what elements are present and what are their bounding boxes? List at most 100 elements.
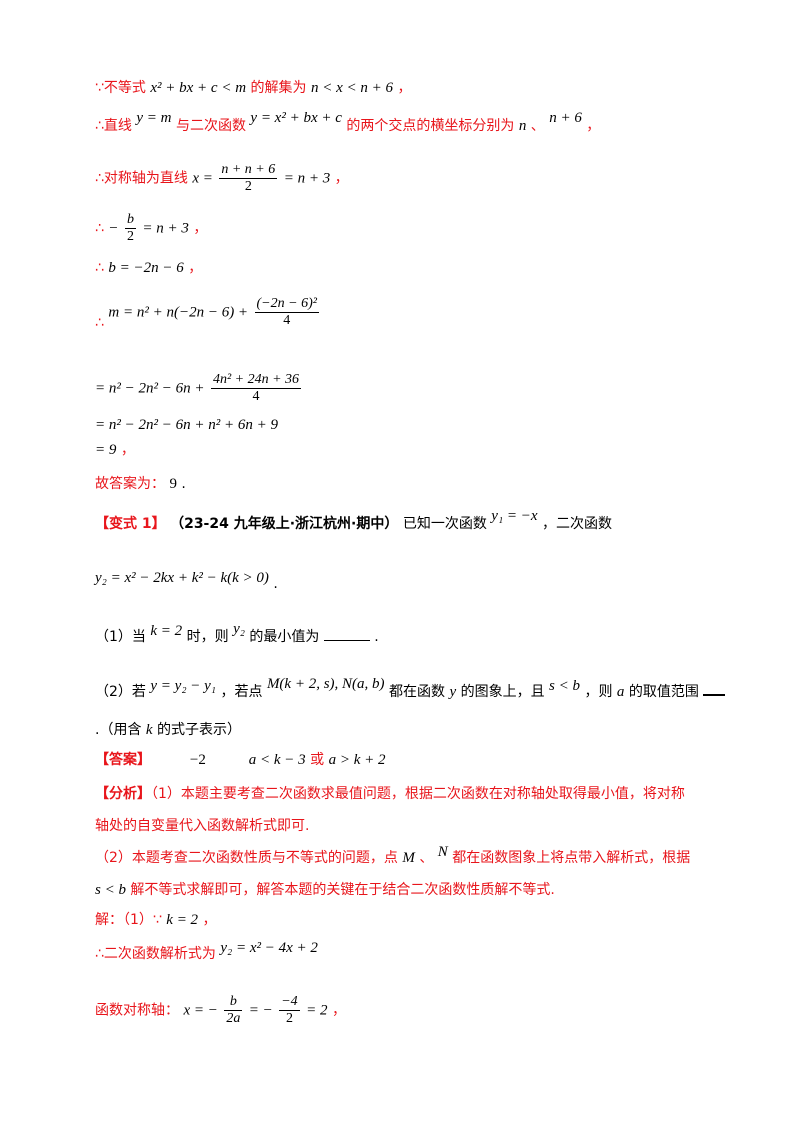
text: 都在函数: [389, 684, 445, 700]
analysis-p2-line2: s < b 解不等式求解即可，解答本题的关键在于结合二次函数性质解不等式.: [95, 880, 555, 900]
variant-source: （23-24 九年级上·浙江杭州·期中）: [170, 516, 399, 532]
fraction: 4n² + 24n + 36 4: [210, 372, 302, 405]
math-expression: y = x² + bx + c: [250, 110, 342, 126]
text: ，: [193, 220, 208, 237]
answer-blank: [703, 680, 726, 696]
text: ∵不等式: [95, 80, 146, 96]
math-expression: N: [437, 844, 448, 860]
math-expression: y = m: [136, 110, 172, 126]
math-expression: x =: [192, 170, 213, 187]
text: 的取值范围: [628, 684, 699, 700]
fraction-denominator: 4: [252, 389, 260, 404]
fraction: −4 2: [279, 994, 300, 1027]
text: ，: [188, 260, 203, 276]
variant-tag: 【变式 1】: [95, 516, 166, 532]
variant-stem-function: y₂ = x² − 2kx + k² − k(k > 0) .: [95, 568, 278, 592]
solution-step-3: 函数对称轴： x = − b 2a = − −4 2 = 2 ，: [95, 994, 346, 1027]
variant-question-2-note: .（用含 k 的式子表示）: [95, 720, 241, 740]
math-expression: y₂: [233, 621, 245, 637]
fraction: n + n + 6 2: [219, 162, 278, 195]
text: ，: [120, 442, 135, 458]
fraction-numerator: n + n + 6: [219, 162, 278, 179]
fraction-denominator: 2: [244, 179, 252, 194]
text: 函数对称轴：: [95, 1002, 179, 1019]
text: （2）本题考查二次函数性质与不等式的问题，点: [95, 850, 398, 866]
math-expression: y: [449, 684, 457, 700]
text: 的式子表示）: [157, 722, 242, 738]
final-answer-line: 故答案为： 9 .: [95, 474, 186, 494]
text: 解：（1）∵: [95, 912, 162, 928]
text: ∴: [95, 314, 104, 331]
fraction-numerator: 4n² + 24n + 36: [210, 372, 302, 389]
math-expression: M: [402, 850, 415, 866]
text: ，: [397, 80, 412, 96]
text: ，: [202, 912, 217, 928]
text: ，: [586, 118, 601, 134]
answer-value-3: a > k + 2: [328, 752, 386, 768]
math-expression: s < b: [549, 678, 580, 694]
text: ，: [331, 1002, 346, 1019]
answer-blank: [323, 626, 370, 641]
fraction: b 2a: [224, 994, 243, 1027]
fraction-numerator: (−2n − 6)²: [254, 296, 319, 313]
math-expression: k = 2: [166, 912, 199, 928]
fraction-numerator: b: [224, 994, 243, 1011]
text: ∴: [95, 260, 104, 276]
math-expression: 9: [169, 476, 177, 492]
text: 轴处的自变量代入函数解析式即可.: [95, 818, 310, 834]
text: 已知一次函数: [402, 516, 487, 532]
text: ∴直线: [95, 118, 132, 134]
fraction-denominator: 4: [283, 313, 291, 328]
fraction-denominator: 2: [126, 229, 134, 244]
answer-value-1: −2: [189, 752, 206, 768]
text: 的最小值为: [249, 629, 320, 645]
math-expression: = n + 3: [283, 170, 331, 187]
math-expression: = −: [248, 1002, 273, 1019]
math-expression: −: [108, 220, 119, 237]
text: 的两个交点的横坐标分别为: [346, 118, 515, 134]
answer-line: 【答案】 −2 a < k − 3 或 a > k + 2: [95, 750, 386, 770]
text: 的图象上，且: [460, 684, 545, 700]
solution-line-expand: = n² − 2n² − 6n + 4n² + 24n + 36 4: [95, 372, 303, 405]
fraction-numerator: b: [124, 212, 136, 229]
math-expression: x² + bx + c < m: [150, 80, 247, 96]
solution-line-intersection: ∴直线 y = m 与二次函数 y = x² + bx + c 的两个交点的横坐…: [95, 110, 601, 136]
analysis-tag: 【分析】: [95, 786, 151, 802]
math-expression: n + 6: [549, 110, 582, 126]
text: 故答案为：: [95, 476, 165, 492]
text: 、: [530, 118, 545, 134]
text: .: [181, 476, 186, 492]
analysis-p2-line1: （2）本题考查二次函数性质与不等式的问题，点 M 、 N 都在函数图象上将点带入…: [95, 844, 690, 868]
math-expression: b = −2n − 6: [108, 260, 184, 276]
solution-line-result: = 9 ，: [95, 440, 135, 460]
variant-question-2: （2）若 y = y₂ − y₁ ，若点 M(k + 2, s), N(a, b…: [95, 676, 726, 702]
math-expression: x = −: [183, 1002, 218, 1019]
math-expression: s < b: [95, 882, 126, 898]
math-expression: y = y₂ − y₁: [150, 678, 217, 694]
math-expression: k = 2: [150, 623, 183, 639]
variant-question-1: （1）当 k = 2 时，则 y₂ 的最小值为 .: [95, 621, 379, 647]
text: ，: [334, 170, 349, 187]
text: 、: [419, 850, 434, 866]
answer-value-2: a < k − 3: [248, 752, 306, 768]
text: （2）若: [95, 684, 146, 700]
text: ∴对称轴为直线: [95, 170, 188, 187]
text: 与二次函数: [175, 118, 246, 134]
text: 时，则: [186, 629, 229, 645]
math-expression: M(k + 2, s), N(a, b): [266, 676, 385, 692]
solution-line-axis: ∴对称轴为直线 x = n + n + 6 2 = n + 3 ，: [95, 162, 349, 195]
math-expression: = n² − 2n² − 6n + n² + 6n + 9: [95, 417, 278, 433]
math-expression: = n + 3: [142, 220, 189, 237]
solution-step-1: 解：（1）∵ k = 2 ，: [95, 910, 217, 930]
math-expression: m = n² + n(−2n − 6) +: [108, 304, 249, 321]
math-expression: y₁ = −x: [491, 508, 538, 524]
analysis-p1-line2: 轴处的自变量代入函数解析式即可.: [95, 816, 309, 836]
math-expression: n: [518, 118, 527, 134]
solution-step-2: ∴二次函数解析式为 y₂ = x² − 4x + 2: [95, 940, 318, 964]
math-expression: k: [145, 722, 153, 738]
text: ，二次函数: [542, 516, 613, 532]
math-expression: a: [616, 684, 625, 700]
text: ，若点: [220, 684, 263, 700]
fraction-denominator: 2a: [226, 1011, 241, 1026]
text: .: [273, 576, 278, 592]
